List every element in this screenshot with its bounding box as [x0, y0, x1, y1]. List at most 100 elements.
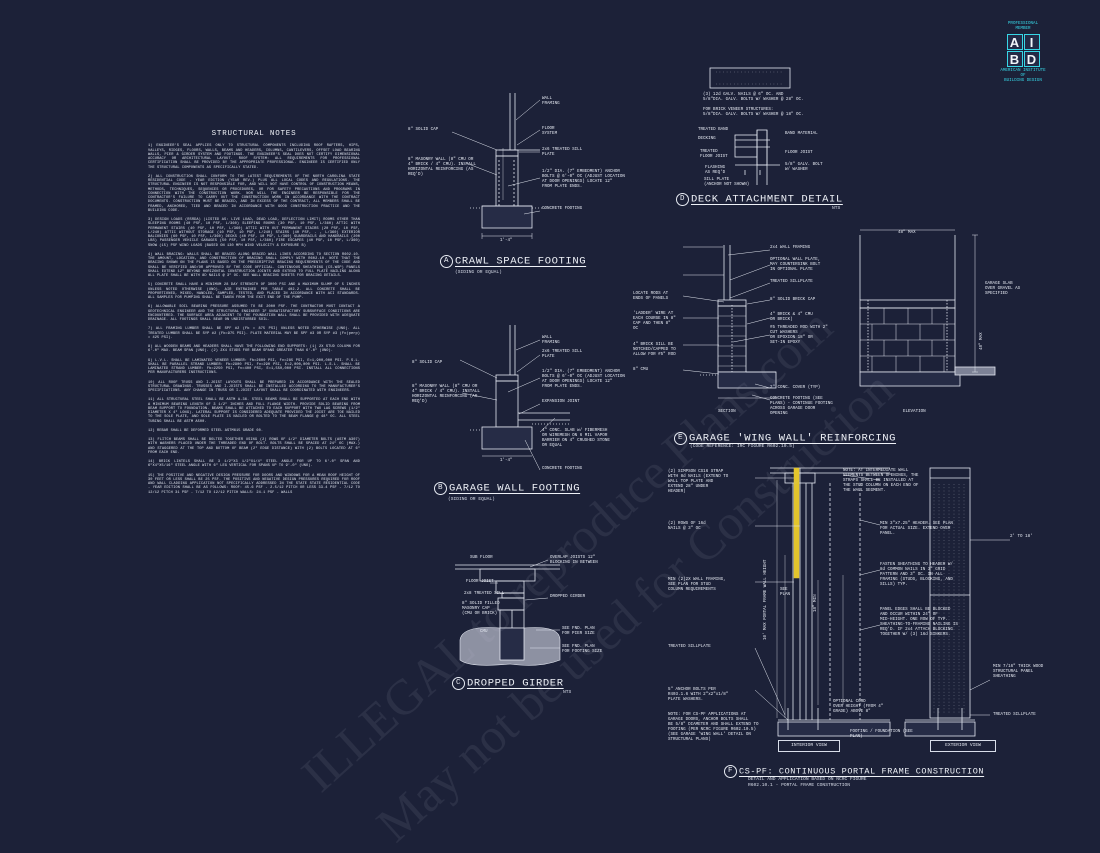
- label-a: FLOOR SYSTEM: [542, 127, 558, 136]
- strap-highlight: [793, 467, 800, 579]
- note-paragraph: 14) BRICK LINTELS SHALL BE 3 1/2"X3 1/2"…: [148, 460, 360, 469]
- interior-view-box: INTERIOR VIEW: [778, 740, 840, 752]
- note-paragraph: 11) ALL STRUCTURAL STEEL SHALL BE ASTM A…: [148, 398, 360, 424]
- note-paragraph: 13) FLITCH BEAMS SHALL BE BOLTED TOGETHE…: [148, 438, 360, 455]
- label-e: 'LADDER' WIRE AT EACH COURSE IN 8" CAP A…: [633, 312, 676, 331]
- label-f: 2' TO 18': [1010, 535, 1033, 539]
- label-c: OVERLAP JOISTS 12" BLOCKING IN BETWEEN: [550, 556, 598, 565]
- label-e: OPTIONAL WALL PLATE, MAY COUNTERSINK BOL…: [770, 258, 821, 272]
- label-f: FOOTING / FOUNDATION (SEE PLAN): [850, 730, 913, 739]
- label-a: 1/2" DIA. (7" EMBEDMENT) ANCHOR BOLTS @ …: [542, 170, 625, 189]
- note-paragraph: 1) ENGINEER'S SEAL APPLIES ONLY TO STRUC…: [148, 144, 360, 170]
- label-f: MIN 3"x7.25" HEADER. SEE PLAN FOR ACTUAL…: [880, 522, 953, 536]
- detail-a-marker: A: [440, 255, 453, 268]
- linework: [451, 67, 1010, 737]
- label-d: TREATED FLOOR JOIST: [700, 150, 728, 159]
- detail-f-marker: F: [724, 765, 737, 778]
- label-b: WALL FRAMING: [542, 336, 560, 345]
- label-e: 2x4 WALL FRAMING: [770, 246, 811, 250]
- label-e: 4" BRICK & 4" CMU OR BRICK): [770, 313, 813, 322]
- label-d: 5/8" GALV. BOLT W/ WASHER: [785, 163, 823, 172]
- detail-c-marker: C: [452, 677, 465, 690]
- label-f: 10' MAX PORTAL FRAME WALL HEIGHT: [764, 559, 768, 640]
- label-e: 8" CMU: [633, 368, 649, 372]
- detail-d-marker: D: [676, 193, 689, 206]
- label-e: 4" BRICK SILL BE NOTCHED/CAPPED TO ALLOW…: [633, 343, 676, 357]
- label-e: 8" SOLID BRICK CAP: [770, 298, 816, 302]
- detail-c-subtitle: NTS: [563, 690, 572, 695]
- label-f: SEE PLAN: [780, 588, 791, 597]
- label-f: MIN (2)2X WALL FRAMING, SEE PLAN FOR STU…: [668, 578, 726, 592]
- label-c: SUB FLOOR: [470, 556, 493, 560]
- label-c: 8" SOLID FILLED MASONRY CAP (CMU OR BRIC…: [462, 602, 500, 616]
- logo-letter: D: [1023, 51, 1040, 67]
- label-d: FLOOR JOIST: [785, 151, 813, 155]
- label-e: 48" MAX: [898, 231, 916, 235]
- detail-b-title-text: GARAGE WALL FOOTING: [449, 482, 581, 495]
- label-f: FASTEN SHEATHING TO HEADER W/ 8d COMMON …: [880, 563, 953, 587]
- label-f: 5" ANCHOR BOLTS PER R403.1.6 WITH 2"x2"x…: [668, 688, 729, 702]
- label-a: 8" SOLID CAP: [408, 128, 439, 132]
- label-e: CONCRETE FOOTING (SEE PLANS) - CONTINUE …: [770, 397, 833, 416]
- detail-b-marker: B: [434, 482, 447, 495]
- aibd-logo: PROFESSIONAL MEMBER A I B D AMERICAN INS…: [997, 22, 1049, 84]
- label-d: TREATED BAND: [698, 128, 729, 132]
- label-c: 2x8 TREATED SILL: [464, 592, 505, 596]
- label-e: ELEVATION: [903, 410, 926, 414]
- note-paragraph: 7) ALL FRAMING LUMBER SHALL BE SPF #2 (F…: [148, 327, 360, 340]
- label-e: GARAGE SLAB OVER GRAVEL AS SPECIFIED: [985, 282, 1021, 296]
- label-f: 18" MIN: [814, 594, 818, 612]
- label-f: NOTE: FOR CS-PF APPLICATIONS AT GARAGE D…: [668, 713, 759, 742]
- logo-bottom-text: AMERICAN INSTITUTE OF BUILDING DESIGN: [1000, 69, 1046, 83]
- note-paragraph: 8) ALL WOODEN BEAMS AND HEADERS SHALL HA…: [148, 345, 360, 354]
- label-f: TREATED SILLPLATE: [993, 713, 1036, 717]
- label-d: (3) 12d GALV. NAILS @ 6" OC. AND 5/8"DIA…: [703, 93, 804, 102]
- logo-grid: A I B D: [1006, 34, 1040, 67]
- label-f: PANEL EDGES SHALL BE BLOCKED AND OCCUR W…: [880, 608, 958, 637]
- label-a: 1'-4": [500, 239, 513, 243]
- label-a: 2x6 TREATED SILL PLATE: [542, 148, 583, 157]
- detail-a-drawing: [451, 93, 545, 239]
- label-e: #5 THREADED ROD WITH 2" CUT WASHERS OR E…: [770, 326, 828, 345]
- label-f: NOTE: AT INTERMEDIATE WALL SEGMENTS BETW…: [843, 469, 919, 493]
- logo-top-text: PROFESSIONAL MEMBER: [1007, 22, 1039, 31]
- label-b: CONCRETE FOOTING: [542, 467, 583, 471]
- detail-a-subtitle: (SIDING OR EQUAL): [455, 270, 502, 275]
- detail-d-subtitle: NTS: [832, 206, 841, 211]
- label-b: 4" CONC. SLAB w/ FIBERMESH OR WIREMESH O…: [542, 429, 610, 448]
- detail-e-title-text: GARAGE 'WING WALL' REINFORCING: [689, 432, 897, 445]
- detail-d-drawing: [709, 67, 791, 185]
- detail-e-marker: E: [674, 432, 687, 445]
- note-paragraph: 2) ALL CONSTRUCTION SHALL CONFORM TO THE…: [148, 174, 360, 213]
- label-d: FOR BRICK VENEER STRUCTURES: 5/8"DIA. GA…: [703, 108, 804, 117]
- detail-f-drawing: [754, 467, 1010, 737]
- detail-c-title-text: DROPPED GIRDER: [467, 677, 564, 690]
- label-d: FLASHING AS REQ'D: [705, 166, 726, 175]
- note-paragraph: 15) THE POSITIVE AND NEGATIVE DESIGN PRE…: [148, 473, 360, 495]
- logo-letter: A: [1006, 34, 1023, 50]
- note-paragraph: 12) REBAR SHALL BE DEFORMED STEEL ASTM61…: [148, 428, 264, 433]
- label-e: 2" CONC. COVER (TYP): [770, 386, 821, 390]
- label-e: TREATED SILLPLATE: [770, 280, 813, 284]
- label-c: CMU: [480, 630, 488, 634]
- detail-e-subtitle: (CODE REFERENCE: IRC FIGURE R602.10.5): [690, 444, 795, 449]
- notes-heading: STRUCTURAL NOTES: [211, 130, 297, 138]
- label-c: DROPPED GIRDER: [550, 595, 586, 599]
- label-c: SEE FND. PLAN FOR FOOTING SIZE: [562, 645, 603, 654]
- detail-d-title-text: DECK ATTACHMENT DETAIL: [691, 193, 843, 206]
- detail-f-subtitle-2: R602.10.1 - PORTAL FRAME CONSTRUCTION: [748, 783, 850, 788]
- label-b: EXPANSION JOINT: [542, 400, 580, 404]
- label-b: 8" SOLID CAP: [412, 361, 443, 365]
- structural-notes: STRUCTURAL NOTES 1) ENGINEER'S SEAL APPL…: [148, 130, 360, 500]
- detail-a-title-text: CRAWL SPACE FOOTING: [455, 255, 587, 268]
- label-c: FLOOR JOIST: [466, 580, 494, 584]
- label-a: 8" MASONRY WALL (8" CMU OR 4" BRICK / 4"…: [408, 158, 476, 177]
- detail-b-subtitle: (SIDING OR EQUAL): [448, 497, 495, 502]
- label-c: SEE FND. PLAN FOR PIER SIZE: [562, 627, 595, 636]
- note-paragraph: 9) L.V.L. SHALL BE LAMINATED VENEER LUMB…: [148, 358, 360, 376]
